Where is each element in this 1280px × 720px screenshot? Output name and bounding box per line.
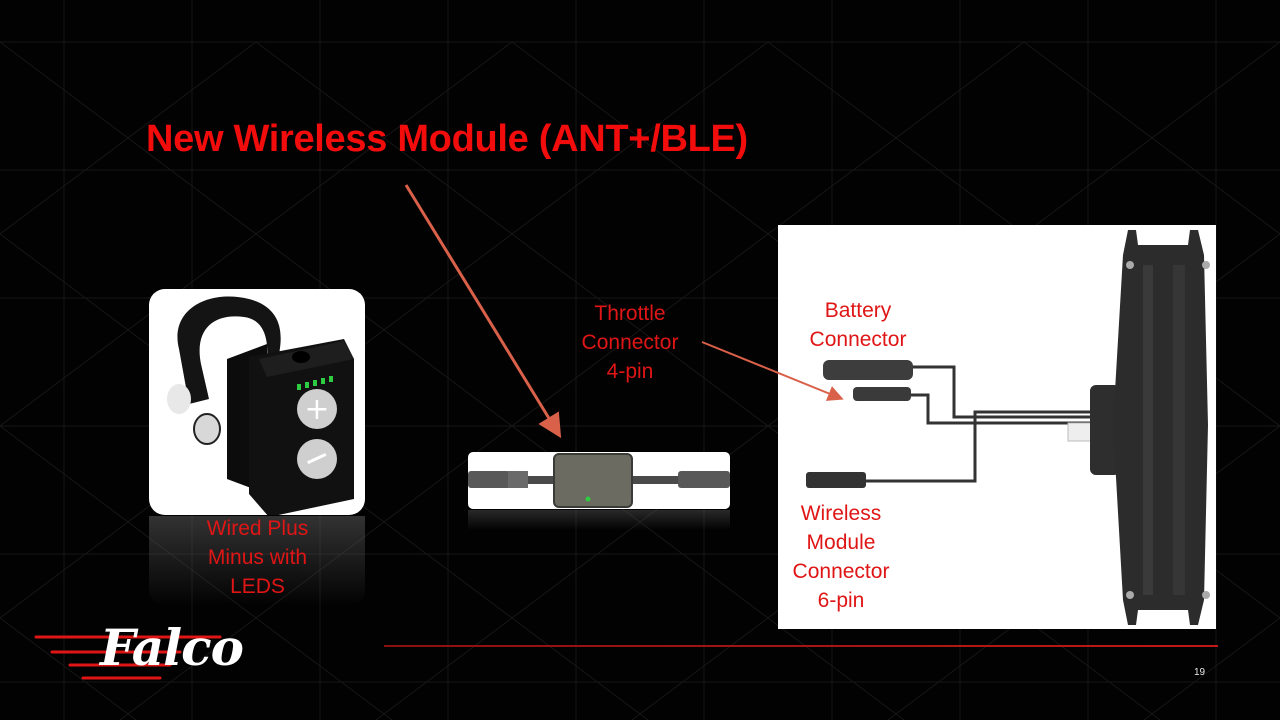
- battery-label-line: Connector: [809, 328, 907, 351]
- module-box: [553, 453, 633, 508]
- remote-label-line: Minus with: [207, 546, 308, 569]
- remote-led: [313, 380, 317, 386]
- motor-cables: [864, 365, 1090, 483]
- battery-label-line: Battery: [824, 299, 892, 322]
- motor-axle-hub: [1090, 385, 1120, 475]
- wireless-label-line: Connector: [792, 560, 890, 583]
- wireless-connector-plug: [806, 472, 866, 488]
- remote-led: [297, 384, 301, 390]
- wireless-label-line: Module: [806, 531, 876, 554]
- wireless-module-image-card: [468, 452, 730, 509]
- module-reflection: [468, 510, 730, 530]
- battery-connector-plug: [823, 360, 913, 380]
- footer-divider: [384, 645, 1218, 647]
- falco-logo: Falco: [100, 618, 244, 677]
- remote-led: [321, 378, 325, 384]
- throttle-label-line: Throttle: [594, 302, 666, 325]
- hub-motor-image-card: Battery Connector Wireless Module Connec…: [778, 225, 1216, 629]
- wireless-module-illustration: [468, 453, 730, 508]
- remote-reflection: [149, 516, 365, 606]
- remote-led: [305, 382, 309, 388]
- throttle-connector-label: Throttle Connector 4-pin: [560, 299, 700, 386]
- remote-label-line: Wired Plus: [206, 517, 309, 540]
- battery-connector-label: Battery Connector: [793, 296, 923, 354]
- wireless-connector-label: Wireless Module Connector 6-pin: [778, 499, 906, 615]
- throttle-label-line: 4-pin: [606, 360, 654, 383]
- minus-icon: [307, 452, 327, 465]
- handlebar-clamp: [177, 296, 281, 404]
- clamp-bolt: [193, 413, 221, 445]
- throttle-label-line: Connector: [581, 331, 679, 354]
- page-number: 19: [1194, 667, 1206, 678]
- plus-button: [297, 389, 337, 429]
- falco-logo-speed-lines: [34, 635, 222, 680]
- hub-motor-illustration: [806, 230, 1210, 625]
- clamp-bolt-left: [167, 384, 191, 414]
- slide-title: New Wireless Module (ANT+/BLE): [146, 118, 748, 160]
- connector-right: [678, 471, 730, 488]
- remote-hole: [292, 351, 310, 363]
- module-status-led: [585, 496, 591, 502]
- wireless-label-line: Wireless: [800, 502, 882, 525]
- throttle-connector-plug: [853, 387, 911, 401]
- remote-label-line: LEDS: [230, 575, 285, 598]
- remote-image-card: +: [149, 289, 365, 515]
- remote-illustration: +: [167, 296, 354, 515]
- connector-left: [468, 471, 510, 488]
- plus-icon: +: [304, 392, 329, 427]
- wireless-label-line: 6-pin: [817, 589, 865, 612]
- motor-wheel: [1113, 230, 1208, 625]
- remote-label: Wired Plus Minus with LEDS: [160, 514, 355, 601]
- remote-led: [329, 376, 333, 382]
